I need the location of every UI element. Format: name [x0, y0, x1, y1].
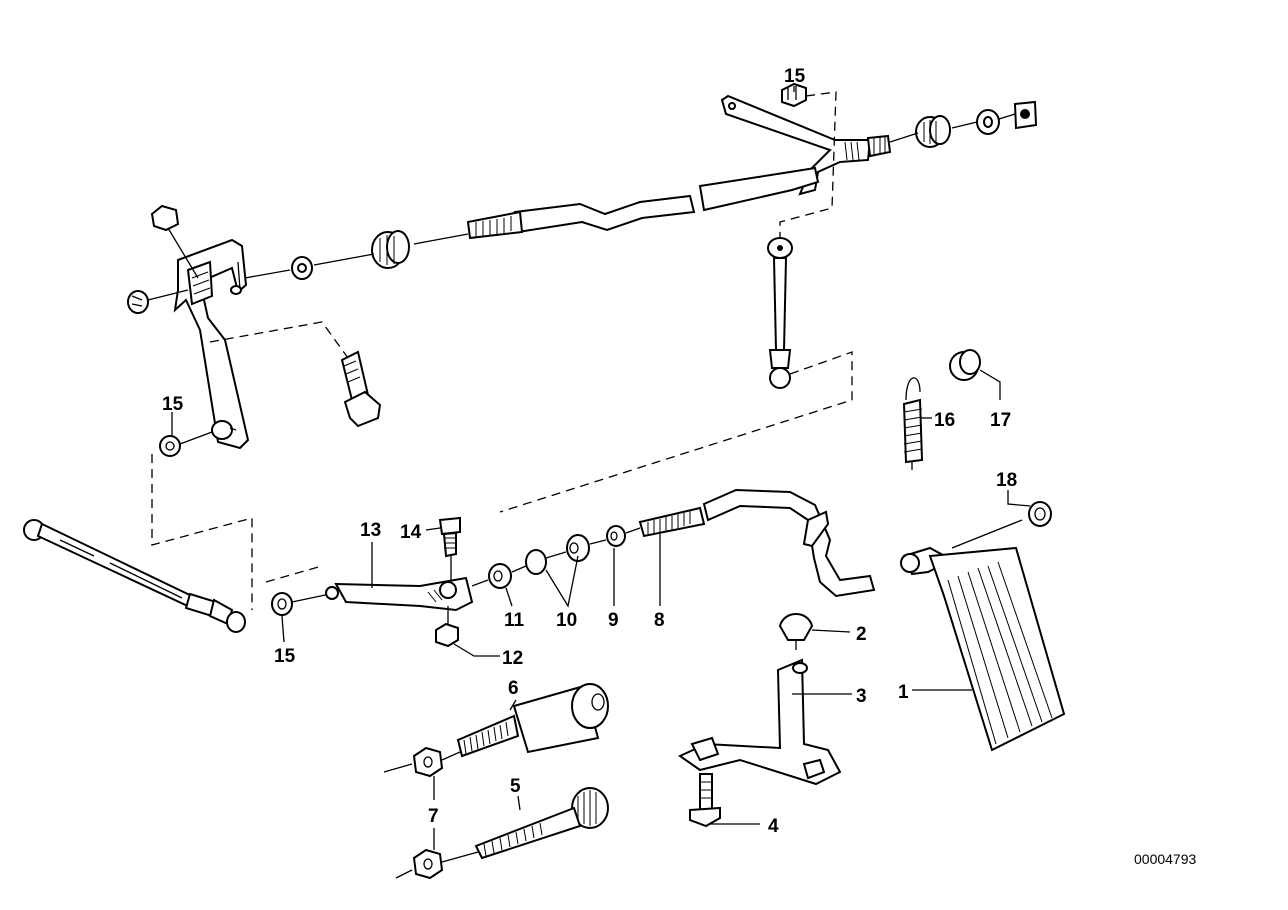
nut-12	[435, 622, 459, 648]
stop-6	[456, 683, 609, 758]
screw-5	[474, 787, 609, 860]
label-7: 7	[428, 806, 439, 827]
cross-shaft	[466, 166, 820, 240]
link-rod	[767, 237, 793, 389]
label-15-lower: 15	[274, 646, 296, 667]
label-3: 3	[856, 686, 867, 707]
washer-center	[291, 256, 313, 280]
nut-15-left	[159, 435, 181, 457]
nut-15-top	[781, 82, 807, 108]
clip-upper-left	[127, 290, 149, 314]
clip-nut-right	[1013, 100, 1038, 130]
nut-15-lower	[271, 592, 293, 616]
label-15-top: 15	[784, 66, 806, 87]
label-5: 5	[510, 776, 521, 797]
label-9: 9	[608, 610, 619, 631]
label-8: 8	[654, 610, 665, 631]
label-12: 12	[502, 648, 523, 669]
bolt-14	[438, 516, 461, 558]
label-11: 11	[504, 610, 525, 631]
label-10: 10	[556, 610, 577, 631]
label-2: 2	[856, 624, 867, 645]
ball-pin-lever	[211, 420, 237, 440]
bracket-3	[678, 658, 842, 786]
pedal-1	[900, 546, 1066, 752]
label-1: 1	[898, 682, 909, 703]
shaft-stud-right	[866, 134, 892, 158]
long-rod-left	[23, 519, 246, 633]
label-17: 17	[990, 410, 1011, 431]
label-14: 14	[400, 522, 422, 543]
bushing-17	[949, 349, 981, 381]
bushing-10	[525, 534, 590, 575]
bushing-right	[915, 115, 951, 148]
bolt-upper	[340, 350, 382, 428]
bushing-center	[371, 230, 410, 269]
label-18: 18	[996, 470, 1017, 491]
washer-9	[606, 525, 626, 547]
label-13: 13	[360, 520, 381, 541]
label-15-left: 15	[162, 394, 184, 415]
bushing-11	[488, 563, 512, 589]
hex-nut-upper	[150, 204, 180, 232]
stop-2	[778, 613, 814, 650]
label-6: 6	[508, 678, 519, 699]
lever-13	[334, 576, 474, 612]
washer-right	[976, 109, 1000, 135]
upper-lever-left	[173, 238, 250, 450]
nut-7-upper	[412, 746, 444, 778]
nut-7-lower	[412, 848, 444, 880]
upper-bracket-right	[720, 94, 872, 196]
pedal-shaft-8	[638, 488, 876, 598]
bolt-4	[689, 773, 721, 828]
spring-16	[902, 377, 924, 470]
label-4: 4	[768, 816, 779, 837]
document-number: 00004793	[1134, 851, 1197, 867]
label-16: 16	[934, 410, 955, 431]
cap-18	[1028, 501, 1052, 527]
